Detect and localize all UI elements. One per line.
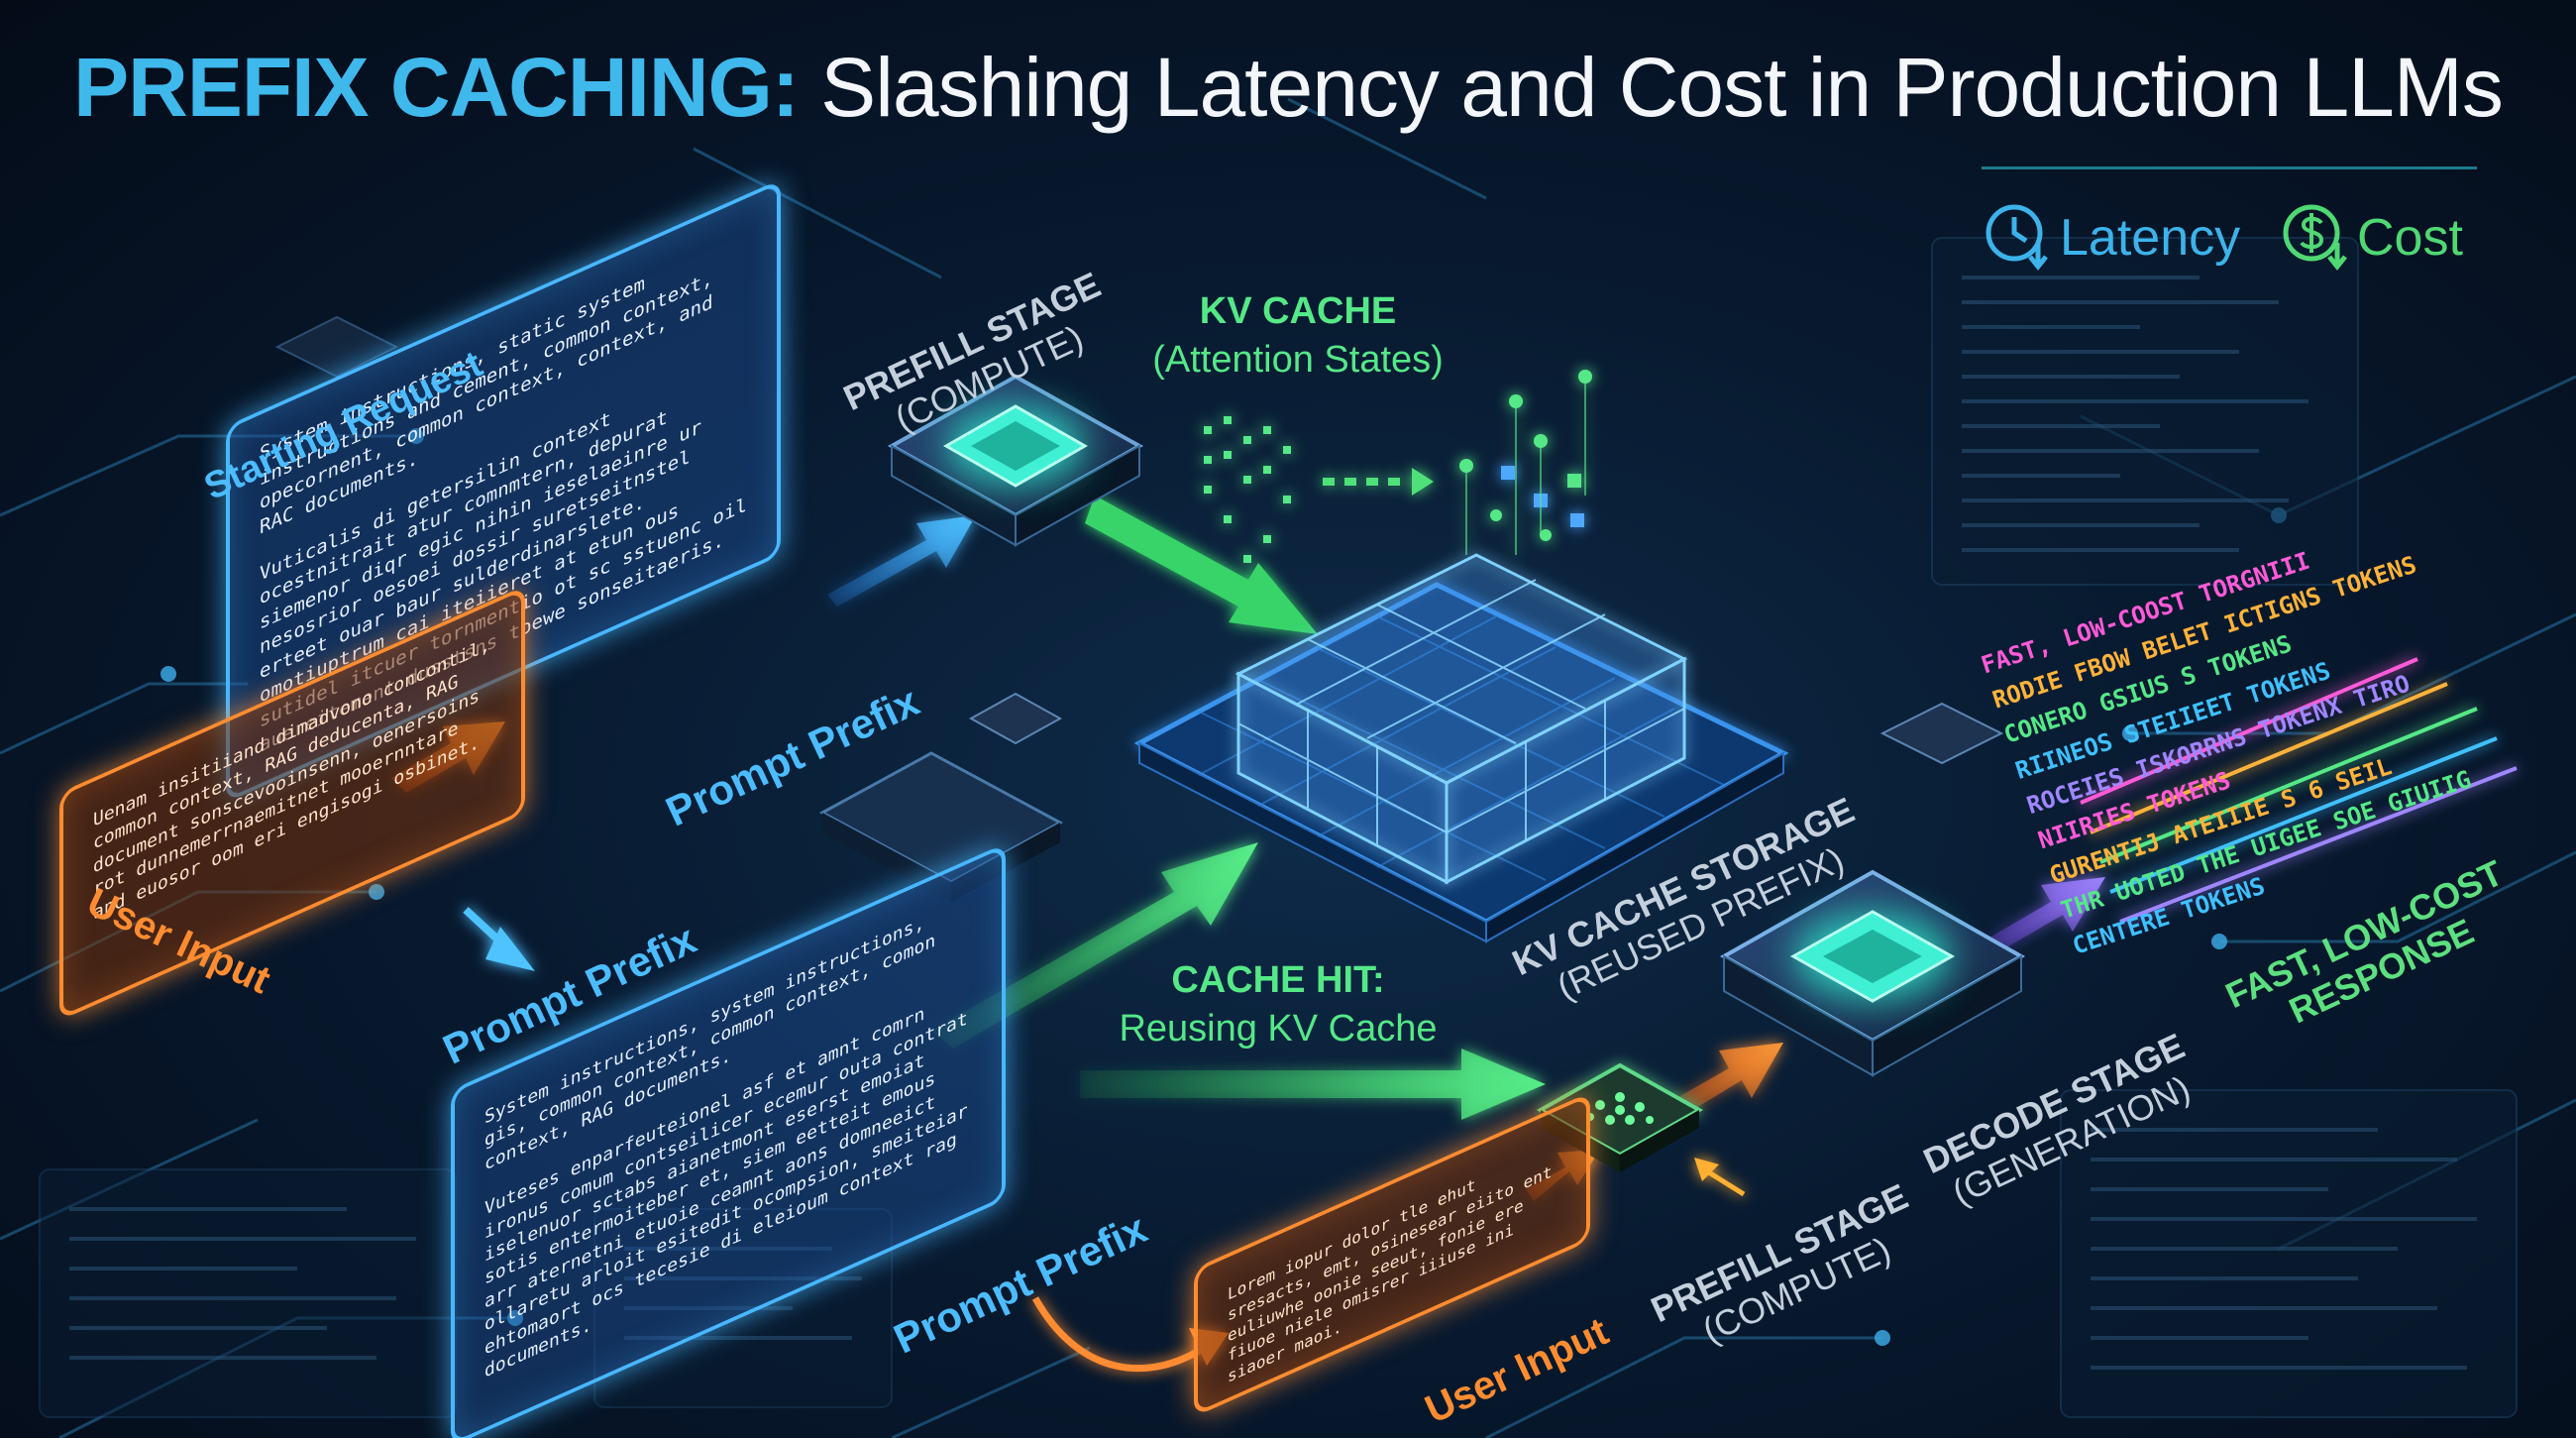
latency-icon	[1986, 204, 2048, 272]
background-code-panels	[39, 237, 2518, 1418]
prefill-chip-top	[887, 374, 1144, 547]
label-cache-hit-line1: CACHE HIT:	[1171, 959, 1385, 1001]
page-title: PREFIX CACHING: Slashing Latency and Cos…	[0, 40, 2576, 136]
arrow-prefill-to-kv	[1085, 496, 1318, 634]
decode-chip	[1719, 869, 2026, 1077]
token-streams	[2080, 657, 2518, 924]
label-cache-hit-line2: Reusing KV Cache	[1119, 1008, 1438, 1051]
background-code-lines	[69, 276, 2477, 1370]
arrow-prefix-to-storage	[931, 842, 1258, 1049]
metric-latency-label: Latency	[2060, 209, 2241, 267]
arrow-user-input-down	[463, 907, 535, 971]
kv-cache-storage	[1133, 553, 1789, 943]
metric-cost: Cost	[2282, 198, 2463, 277]
decorative-chips	[274, 315, 2004, 902]
title-highlight: PREFIX CACHING:	[73, 41, 800, 134]
label-kv-cache-line2: (Attention States)	[1152, 339, 1444, 382]
arrow-chip-to-decode	[1664, 1043, 1783, 1120]
arrow-cache-hit	[1080, 1049, 1546, 1120]
label-kv-cache-line1: KV CACHE	[1199, 290, 1397, 332]
label-cache-hit: CACHE HIT: Reusing KV Cache	[1070, 956, 1486, 1054]
metric-cost-label: Cost	[2357, 209, 2463, 267]
label-kv-cache: KV CACHE (Attention States)	[1120, 287, 1476, 386]
data-particles	[1204, 370, 1592, 563]
cost-icon	[2283, 204, 2347, 272]
metric-latency: Latency	[1985, 198, 2240, 277]
arrow-kv-dotted	[1323, 468, 1434, 496]
title-rest: Slashing Latency and Cost in Production …	[798, 41, 2504, 134]
title-divider	[1982, 166, 2477, 169]
arrow-prefill-pointer	[1694, 1158, 1746, 1197]
arrow-decode-to-response	[1991, 877, 2105, 949]
arrow-request-to-prefill	[827, 515, 976, 607]
